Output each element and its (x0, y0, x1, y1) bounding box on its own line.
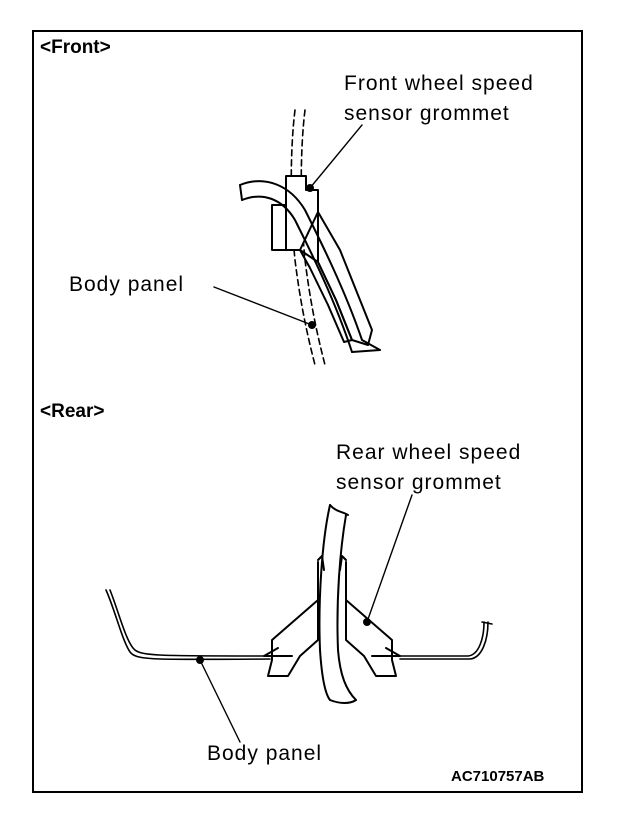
rear-grommet (263, 555, 401, 677)
rear-panel-leader-dot (196, 656, 204, 664)
front-grommet (271, 175, 373, 346)
rear-grommet-label-line2: sensor grommet (336, 471, 502, 494)
front-grommet-leader-dot (306, 184, 314, 192)
front-panel-leader (213, 286, 313, 326)
front-sensor-cable (239, 180, 381, 353)
rear-section-header: <Rear> (40, 401, 105, 422)
rear-grommet-leader-dot (363, 618, 371, 626)
rear-sensor-cable (318, 504, 357, 704)
front-grommet-label-line2: sensor grommet (344, 102, 510, 125)
front-panel-leader-dot (308, 321, 316, 329)
front-body-panel-label: Body panel (69, 273, 185, 296)
figure-code: AC710757AB (451, 768, 545, 785)
front-grommet-label-line1: Front wheel speed (344, 72, 534, 95)
rear-panel-leader (199, 659, 241, 743)
rear-grommet-leader (366, 494, 413, 623)
rear-grommet-label-line1: Rear wheel speed (336, 441, 522, 464)
figure-frame (32, 30, 583, 793)
front-grommet-leader (309, 124, 363, 189)
rear-body-panel-label: Body panel (207, 742, 323, 765)
front-section-header: <Front> (40, 37, 111, 58)
